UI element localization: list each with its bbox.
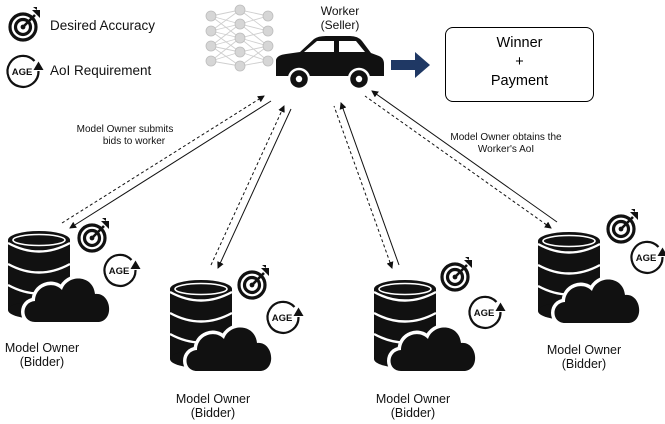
plus-line: + — [515, 53, 524, 70]
bidder-4-target-icon — [606, 207, 640, 244]
bid-aoi-connections — [61, 90, 558, 269]
worker-label-line2: (Seller) — [320, 17, 360, 32]
legend-age-icon: AGE — [6, 54, 45, 88]
bidder-3-target-icon — [440, 255, 474, 292]
obtain-line2: Worker's AoI — [477, 143, 535, 155]
bidder-4-line1: Model Owner — [546, 343, 622, 357]
bidder-1-age-text: AGE — [109, 266, 130, 277]
bidder-4-label: Model Owner (Bidder) — [541, 343, 627, 372]
bidder-3-line1: Model Owner — [375, 392, 451, 406]
bidder-1-line1: Model Owner — [4, 341, 80, 355]
legend-aoi-label: AoI Requirement — [50, 63, 152, 78]
bidder-1-label: Model Owner (Bidder) — [0, 341, 84, 370]
winner-line: Winner — [496, 35, 543, 51]
bidder-3-age-text: AGE — [474, 308, 495, 319]
bidder-4-database-cloud-icon — [538, 232, 639, 323]
neural-network-icon — [205, 4, 274, 72]
bidder-2-age-icon: AGE — [266, 300, 305, 334]
bidder-2-label: Model Owner (Bidder) — [170, 392, 256, 421]
submit-line2: bids to worker — [102, 135, 166, 147]
bidder-2-line2: (Bidder) — [190, 406, 236, 421]
worker-label: Worker (Seller) — [300, 4, 380, 33]
bidder-2-age-text: AGE — [272, 313, 293, 324]
bidder-2-database-cloud-icon — [170, 280, 271, 371]
bidder-3-database-cloud-icon — [374, 280, 475, 371]
bidder-4-age-text: AGE — [636, 253, 657, 264]
obtain-line1: Model Owner obtains the — [450, 132, 562, 143]
obtain-aoi-annotation: Model Owner obtains the Worker's AoI — [436, 132, 576, 155]
car-icon — [276, 36, 384, 91]
winner-payment-box: Winner + Payment — [445, 27, 594, 102]
bidder-3-label: Model Owner (Bidder) — [370, 392, 456, 421]
bidder-1-target-icon — [77, 216, 111, 253]
payment-line: Payment — [490, 72, 549, 89]
worker-label-line1: Worker — [320, 4, 360, 18]
submit-line1: Model Owner submits — [76, 124, 174, 135]
legend-accuracy-label: Desired Accuracy — [50, 18, 156, 33]
bidder-4-age-icon: AGE — [630, 240, 665, 274]
winner-arrow-icon — [391, 52, 430, 78]
bidder-4-line2: (Bidder) — [561, 357, 607, 372]
submit-bids-annotation: Model Owner submits bids to worker — [55, 124, 195, 147]
legend-age-text: AGE — [12, 67, 33, 78]
bidder-1-line2: (Bidder) — [19, 355, 65, 370]
bidder-1-age-icon: AGE — [103, 253, 142, 287]
bidder-3-line2: (Bidder) — [390, 406, 436, 421]
bidder-2-line1: Model Owner — [175, 392, 251, 406]
legend-target-icon — [8, 5, 42, 42]
bidder-2-target-icon — [237, 263, 271, 300]
bidder-3-age-icon: AGE — [468, 295, 507, 329]
